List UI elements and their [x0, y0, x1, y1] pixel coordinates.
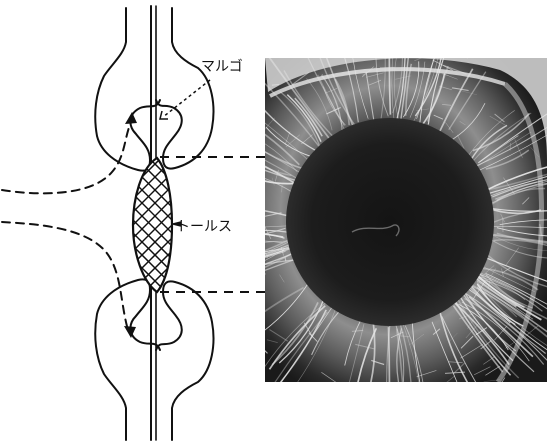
- upper-pit-border-right: [156, 8, 213, 169]
- torus-shape: [125, 30, 185, 363]
- arrowhead-upper: [125, 112, 137, 124]
- flow-arrow-lower: [2, 222, 128, 330]
- margo-label: マルゴ: [201, 59, 243, 75]
- torus-label: トールス: [176, 219, 232, 235]
- margo-leader-arrow: [160, 111, 168, 119]
- torus-disk: [286, 118, 494, 326]
- lower-pit-border-right: [156, 281, 213, 440]
- flow-arrow-upper: [2, 120, 132, 193]
- flow-arrows: [2, 120, 132, 330]
- arrowhead-lower: [124, 326, 136, 338]
- margo-leader-line: [163, 80, 210, 117]
